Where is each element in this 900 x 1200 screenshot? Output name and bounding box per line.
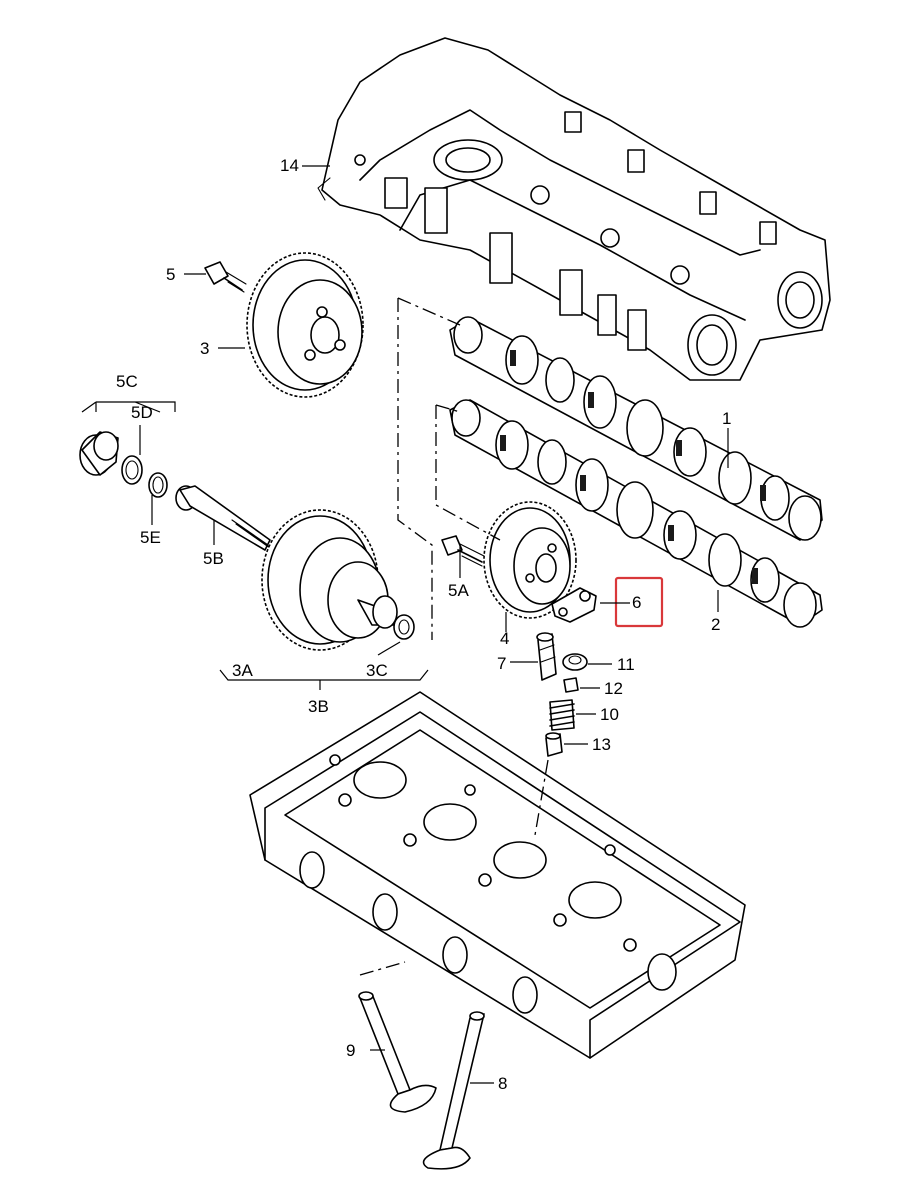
valve-spring-part-10[interactable]	[549, 699, 575, 731]
label-5B: 5B	[203, 549, 224, 568]
sprocket-part-3A[interactable]	[261, 509, 399, 651]
spring-seat-part-11[interactable]	[562, 653, 588, 671]
label-1: 1	[722, 409, 731, 428]
label-9: 9	[346, 1041, 355, 1060]
valve-keeper-part-12[interactable]	[563, 677, 579, 693]
camshaft-sprocket-part-4[interactable]	[483, 501, 577, 619]
label-3B: 3B	[308, 697, 329, 716]
o-ring-part-5E[interactable]	[148, 472, 168, 498]
camshaft-sprocket-part-3[interactable]	[246, 252, 364, 398]
valve-part-8[interactable]	[422, 1011, 485, 1170]
valve-cover-part-14[interactable]	[317, 37, 831, 381]
label-12: 12	[604, 679, 623, 698]
washer-part-3C[interactable]	[393, 614, 415, 640]
label-6: 6	[632, 593, 641, 612]
tappet-part-7[interactable]	[536, 632, 557, 681]
camshaft-part-1[interactable]	[449, 316, 823, 541]
label-5C: 5C	[116, 372, 138, 391]
label-3C: 3C	[366, 661, 388, 680]
seal-cap-part-5C[interactable]	[79, 431, 119, 476]
label-14: 14	[280, 156, 299, 175]
label-5: 5	[166, 265, 175, 284]
label-5D: 5D	[131, 403, 153, 422]
bolt-part-5[interactable]	[204, 261, 247, 293]
label-8: 8	[498, 1074, 507, 1093]
bolt-part-5B[interactable]	[175, 485, 271, 551]
part-labels: 14 5 3 5C 5D 5E 5B 5A 1 2 4 6 7 11 12 10…	[116, 156, 731, 1093]
label-4: 4	[500, 629, 509, 648]
camshaft-part-2[interactable]	[449, 399, 823, 628]
label-10: 10	[600, 705, 619, 724]
label-3A: 3A	[232, 661, 253, 680]
leader-lines	[81, 165, 729, 1084]
label-3: 3	[200, 339, 209, 358]
highlight-box-part-6	[614, 576, 664, 628]
valve-part-9[interactable]	[358, 991, 437, 1113]
label-2: 2	[711, 615, 720, 634]
label-13: 13	[592, 735, 611, 754]
o-ring-part-5D[interactable]	[121, 455, 143, 485]
label-5A: 5A	[448, 581, 469, 600]
rocker-arm-part-6[interactable]	[551, 587, 597, 623]
label-5E: 5E	[140, 528, 161, 547]
assembly-guide-lines	[359, 297, 549, 976]
label-11: 11	[617, 655, 635, 674]
bolt-part-5A[interactable]	[441, 535, 485, 567]
label-7: 7	[497, 654, 506, 673]
valve-stem-seal-part-13[interactable]	[545, 732, 563, 757]
cylinder-head	[249, 691, 746, 1059]
